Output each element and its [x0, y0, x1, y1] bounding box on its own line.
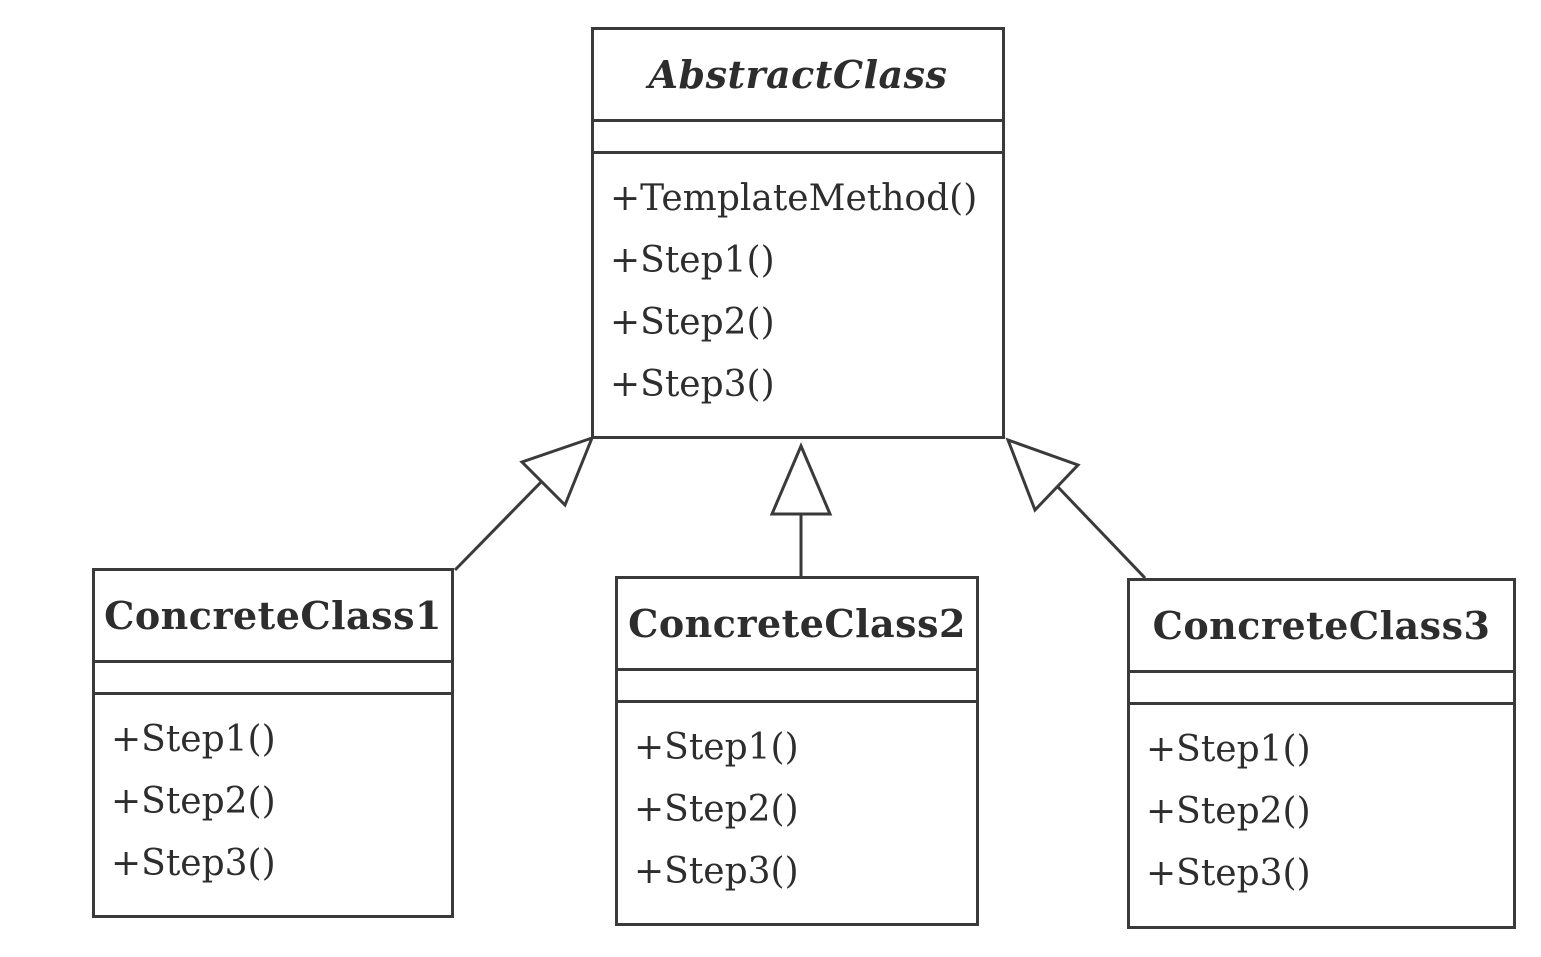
- concrete-class-2-name: ConcreteClass2: [618, 579, 976, 671]
- abstract-class-box[interactable]: AbstractClass +TemplateMethod() +Step1()…: [591, 27, 1005, 439]
- operation-step1: +Step1(): [1146, 729, 1311, 770]
- concrete-class-1-attributes: [95, 663, 451, 695]
- generalization-arrowhead-2: [769, 442, 833, 516]
- operation-step3: +Step3(): [1146, 853, 1311, 894]
- operation-step1: +Step1(): [634, 727, 799, 768]
- concrete-class-1-box[interactable]: ConcreteClass1 +Step1() +Step2() +Step3(…: [92, 568, 454, 918]
- concrete-class-2-operations: +Step1() +Step2() +Step3(): [618, 703, 976, 903]
- concrete-class-3-name: ConcreteClass3: [1130, 581, 1513, 673]
- operation-step2: +Step2(): [111, 781, 276, 822]
- concrete-class-2-attributes: [618, 671, 976, 703]
- generalization-line-1: [453, 476, 547, 572]
- operation-step3: +Step3(): [111, 843, 276, 884]
- operation-step2: +Step2(): [634, 789, 799, 830]
- concrete-class-3-operations: +Step1() +Step2() +Step3(): [1130, 705, 1513, 905]
- abstract-class-attributes: [594, 122, 1002, 154]
- operation-template-method: +TemplateMethod(): [610, 178, 978, 219]
- abstract-class-operations: +TemplateMethod() +Step1() +Step2() +Ste…: [594, 154, 1002, 416]
- operation-step3: +Step3(): [610, 364, 775, 405]
- operation-step3: +Step3(): [634, 851, 799, 892]
- operation-step1: +Step1(): [111, 719, 276, 760]
- concrete-class-1-operations: +Step1() +Step2() +Step3(): [95, 695, 451, 895]
- generalization-arrowhead-1: [519, 435, 595, 508]
- operation-step1: +Step1(): [610, 240, 775, 281]
- generalization-arrowhead-3: [1005, 437, 1081, 513]
- concrete-class-3-attributes: [1130, 673, 1513, 705]
- operation-step2: +Step2(): [610, 302, 775, 343]
- abstract-class-name: AbstractClass: [594, 30, 1002, 122]
- concrete-class-3-box[interactable]: ConcreteClass3 +Step1() +Step2() +Step3(…: [1127, 578, 1516, 929]
- operation-step2: +Step2(): [1146, 791, 1311, 832]
- generalization-line-3: [1055, 484, 1147, 580]
- concrete-class-2-box[interactable]: ConcreteClass2 +Step1() +Step2() +Step3(…: [615, 576, 979, 926]
- concrete-class-1-name: ConcreteClass1: [95, 571, 451, 663]
